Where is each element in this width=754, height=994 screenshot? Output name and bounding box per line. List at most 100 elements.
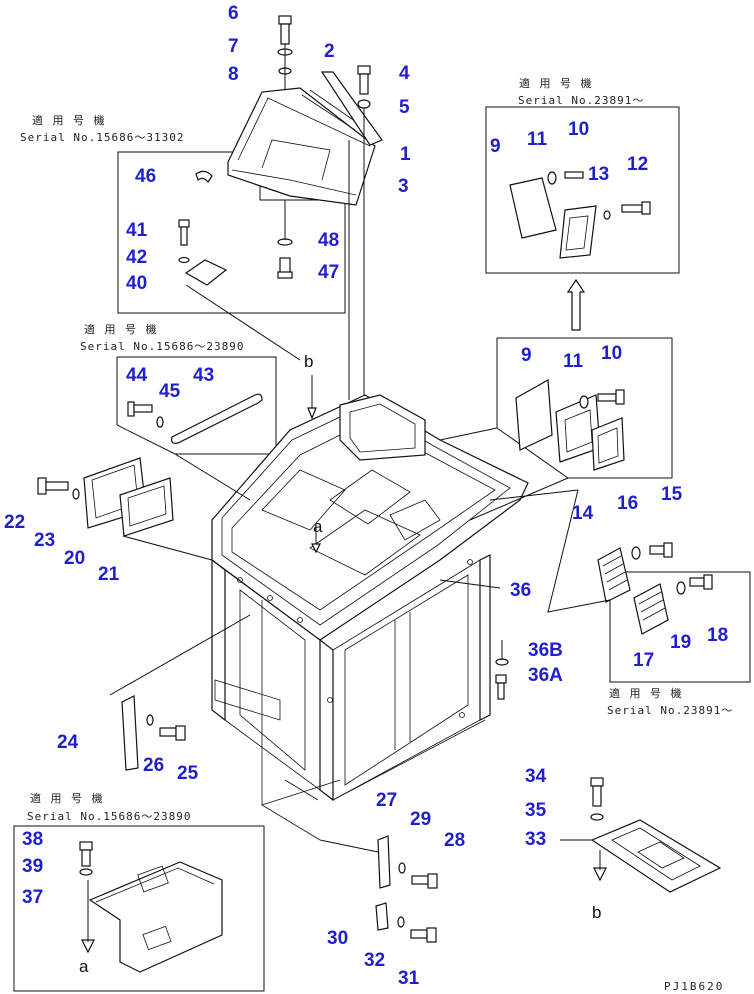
cab-frame <box>211 394 529 841</box>
bolt-36A <box>495 674 507 684</box>
washer-19 <box>676 581 686 595</box>
washer-45 <box>156 416 164 428</box>
callout-10-top: 10 <box>568 119 589 140</box>
plate-9 <box>515 379 553 451</box>
view-arrow-a <box>311 543 321 554</box>
callout-20: 20 <box>64 548 85 569</box>
callout-18: 18 <box>707 625 728 646</box>
view-label-a-bottom: a <box>79 957 89 976</box>
right-louver-parts <box>489 489 713 635</box>
view-label-b-bottom: b <box>592 903 601 922</box>
lower-bracket-parts <box>319 835 438 943</box>
serial-group-2: 適 用 号 機 Serial No.23891～ <box>485 76 680 274</box>
callout-45: 45 <box>159 381 181 402</box>
callout-10-mid: 10 <box>601 343 622 364</box>
bolt-44 <box>127 401 135 417</box>
callout-12: 12 <box>627 154 648 175</box>
cover-37 <box>88 861 223 973</box>
clip-46 <box>195 170 213 184</box>
bolt-22 <box>37 477 47 495</box>
callout-11-top: 11 <box>527 129 548 150</box>
washer-35 <box>590 813 604 821</box>
serial-jp-5: 適 用 号 機 <box>30 791 106 805</box>
callout-9-mid: 9 <box>521 345 532 366</box>
callout-31: 31 <box>398 968 420 989</box>
plate-9-top <box>509 177 557 239</box>
callout-27: 27 <box>376 790 397 811</box>
bolt-38 <box>79 841 93 851</box>
washer-39 <box>79 868 93 876</box>
callout-6: 6 <box>228 3 239 24</box>
callout-25: 25 <box>177 763 199 784</box>
cab-hatch <box>339 394 426 461</box>
serial-text-5: Serial No.15686～23890 <box>27 810 191 823</box>
callout-24: 24 <box>57 732 79 753</box>
callout-46: 46 <box>135 166 156 187</box>
callout-9-top: 9 <box>490 136 501 157</box>
serial-group-4: 適 用 号 機 Serial No.23891～ <box>607 571 751 717</box>
callout-5: 5 <box>399 97 410 118</box>
callout-34: 34 <box>525 766 547 787</box>
grille-top <box>559 205 597 259</box>
callout-43: 43 <box>193 365 214 386</box>
serial-text-3: Serial No.15686～23890 <box>80 340 244 353</box>
callout-33: 33 <box>525 829 546 850</box>
callouts: 6 7 8 2 4 5 1 3 46 41 42 40 48 47 9 11 1… <box>4 3 728 989</box>
callout-23: 23 <box>34 530 55 551</box>
right-window-assembly <box>439 337 673 521</box>
callout-36B: 36B <box>528 640 563 661</box>
washer-11-top <box>547 171 557 185</box>
serial-jp-1: 適 用 号 機 <box>32 113 108 127</box>
callout-47: 47 <box>318 262 339 283</box>
group-2-parts <box>509 171 651 331</box>
washer-32 <box>397 916 405 928</box>
callout-38: 38 <box>22 829 43 850</box>
washer-16 <box>631 546 641 560</box>
callout-21: 21 <box>98 564 120 585</box>
washer-42 <box>178 256 190 264</box>
washer-13 <box>603 210 611 220</box>
bolt-41 <box>178 219 190 228</box>
callout-14: 14 <box>572 503 594 524</box>
callout-22: 22 <box>4 512 25 533</box>
callout-7: 7 <box>228 36 239 57</box>
washer-5 <box>357 99 371 109</box>
left-side-parts <box>37 457 213 561</box>
callout-1: 1 <box>400 144 411 165</box>
group-3-parts <box>127 393 263 501</box>
callout-32: 32 <box>364 950 385 971</box>
drawing-code: PJ1B620 <box>664 980 724 993</box>
callout-3: 3 <box>398 176 409 197</box>
left-bracket-parts <box>109 614 251 771</box>
bolt-28 <box>411 875 429 885</box>
callout-26: 26 <box>143 755 164 776</box>
bracket-27 <box>377 835 391 889</box>
bolt-10-top <box>564 171 584 179</box>
bracket-24 <box>121 695 139 771</box>
part-36-group <box>439 579 509 700</box>
washer-11 <box>579 395 589 409</box>
bolt-6 <box>278 15 292 25</box>
callout-44: 44 <box>126 365 148 386</box>
callout-29: 29 <box>410 809 431 830</box>
view-label-b-top: b <box>304 352 313 371</box>
callout-16: 16 <box>617 493 638 514</box>
callout-11-mid: 11 <box>563 351 584 372</box>
washer-29 <box>398 862 406 874</box>
bolt-10 <box>597 393 617 402</box>
callout-30: 30 <box>327 928 348 949</box>
view-arrows <box>307 375 321 554</box>
group-box-4 <box>609 571 751 683</box>
group-box-5 <box>13 825 265 992</box>
callout-28: 28 <box>444 830 465 851</box>
bolt-25 <box>159 727 177 737</box>
serial-jp-3: 適 用 号 機 <box>84 322 160 336</box>
serial-jp-4: 適 用 号 機 <box>609 686 685 700</box>
callout-17: 17 <box>633 650 654 671</box>
callout-48: 48 <box>318 230 339 251</box>
serial-jp-2: 適 用 号 機 <box>519 76 595 90</box>
rod-43 <box>171 393 263 444</box>
bolt-31 <box>410 929 428 939</box>
callout-35: 35 <box>525 800 547 821</box>
